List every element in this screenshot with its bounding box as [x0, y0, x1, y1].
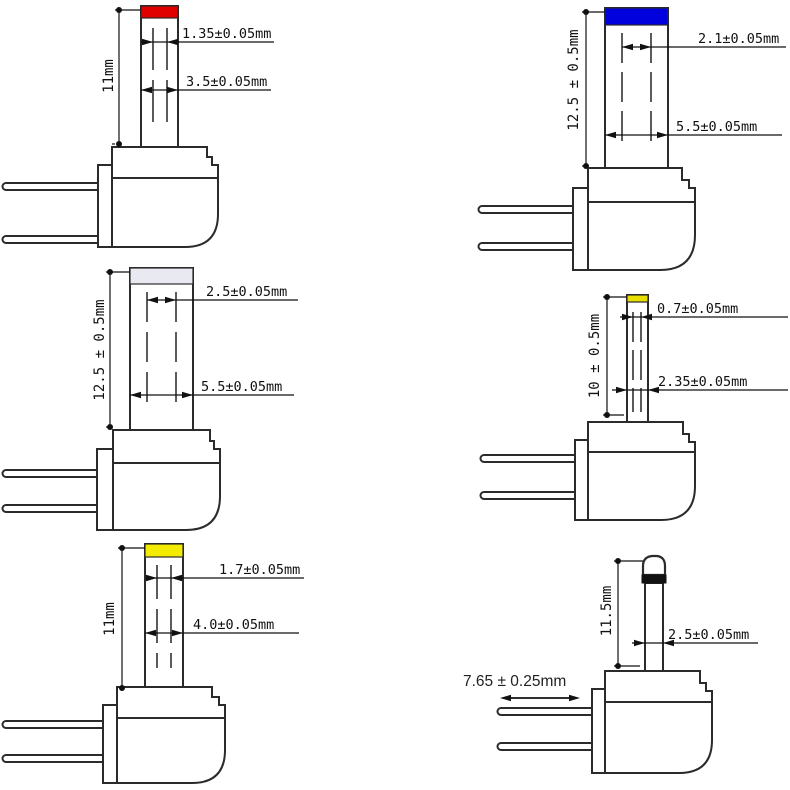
length-label: 12.5 ± 0.5mm: [566, 29, 582, 130]
length-label: 11.5mm: [599, 586, 615, 637]
dimension-arrowhead: [141, 86, 152, 94]
dimension-arrowhead: [605, 131, 616, 139]
barrel-outline: [129, 267, 194, 431]
connector-pin: [477, 205, 575, 214]
dimension-arrowhead: [146, 574, 157, 582]
figure-white-tip-plug: 2.5±0.05mm 5.5±0.05mm 12.5 ± 0.5mm: [1, 267, 298, 531]
outer-diameter-dimension-label: 5.5±0.05mm: [676, 119, 757, 135]
dimension-arrowhead: [622, 43, 633, 51]
inner-diameter-dimension-label: 2.1±0.05mm: [698, 31, 779, 47]
tip-color-band: [129, 267, 194, 285]
plug-body-outline: [574, 421, 696, 521]
figure-barrel-pin-plug: 2.5±0.05mm 11.5mm 7.65 ± 0.25mm: [463, 554, 758, 774]
plug-body-outline: [96, 429, 221, 531]
pin-tip-dome: [641, 554, 667, 577]
connector-pin: [496, 742, 594, 751]
dimension-arrowhead: [182, 391, 193, 399]
outer-diameter-dimension-label: 4.0±0.05mm: [193, 617, 274, 633]
connector-pin: [1, 504, 99, 513]
dimension-arrowhead: [167, 38, 178, 46]
dimension-arrowhead: [616, 386, 627, 394]
tip-color-band: [144, 543, 184, 558]
dimension-arrowhead: [663, 639, 674, 647]
pin-spacing-label: 7.65 ± 0.25mm: [463, 673, 566, 690]
outer-diameter-dimension-label: 2.35±0.05mm: [658, 374, 747, 390]
connector-pin: [1, 235, 100, 244]
dimension-arrowhead: [640, 43, 651, 51]
figure-blue-tip-plug: 2.1±0.05mm 5.5±0.05mm 12.5 ± 0.5mm: [477, 7, 786, 271]
tip-color-band: [140, 5, 179, 19]
inner-diameter-dimension-label: 0.7±0.05mm: [657, 301, 738, 317]
length-label: 11mm: [101, 59, 117, 93]
plug-body-outline: [591, 670, 713, 774]
plug-body-outline: [97, 146, 219, 248]
dimension-arrowhead: [147, 296, 158, 304]
barrel-outline: [626, 294, 649, 423]
dimension-arrowhead: [641, 313, 652, 321]
dimension-arrowhead: [172, 629, 183, 637]
figure-red-tip-plug: 1.35±0.05mm 3.5±0.05mm 11mm: [1, 5, 274, 248]
barrel-outline: [140, 5, 179, 148]
connector-pin: [479, 454, 577, 463]
connector-pin: [477, 242, 575, 251]
plug-body-outline: [102, 686, 226, 784]
dimension-arrowhead: [167, 86, 178, 94]
figure-yellow-tip-small-plug: 0.7±0.05mm 2.35±0.05mm 10 ± 0.5mm: [479, 294, 788, 521]
length-label: 12.5 ± 0.5mm: [92, 299, 108, 400]
length-label: 10 ± 0.5mm: [587, 314, 603, 398]
connector-pin: [1, 469, 99, 478]
dimension-end-dot: [119, 685, 125, 691]
dimension-arrowhead: [165, 296, 176, 304]
length-label: 11mm: [102, 602, 118, 636]
barrel-outline: [604, 7, 669, 169]
dimension-arrowhead: [500, 694, 511, 702]
inner-diameter-dimension-label: 1.7±0.05mm: [219, 562, 300, 578]
inner-diameter-dimension-label: 2.5±0.05mm: [206, 284, 287, 300]
connector-pin: [479, 491, 577, 500]
dimension-arrowhead: [648, 386, 659, 394]
connector-pin: [1, 720, 105, 729]
outer-diameter-dimension-label: 2.5±0.05mm: [668, 627, 749, 643]
tip-color-band: [626, 294, 649, 303]
connector-pin: [496, 707, 594, 716]
dimension-arrowhead: [569, 694, 580, 702]
outer-diameter-dimension-label: 5.5±0.05mm: [201, 379, 282, 395]
dimension-end-dot: [116, 141, 122, 147]
dimension-arrowhead: [142, 38, 153, 46]
connector-pin: [1, 182, 100, 191]
pin-shaft-outline: [644, 582, 664, 672]
dimension-arrowhead: [657, 131, 668, 139]
dimension-arrowhead: [130, 391, 141, 399]
tip-color-band: [604, 7, 669, 26]
dimension-arrowhead: [634, 639, 645, 647]
insulator-ring-band: [641, 574, 667, 584]
connector-pin: [1, 754, 105, 763]
figure-yellow-tip-plug: 1.7±0.05mm 4.0±0.05mm 11mm: [1, 543, 304, 784]
dimension-arrowhead: [145, 629, 156, 637]
dimension-arrowhead: [171, 574, 182, 582]
barrel-outline: [144, 543, 184, 688]
dimension-arrowhead: [622, 313, 633, 321]
outer-diameter-dimension-label: 3.5±0.05mm: [186, 74, 267, 90]
plug-body-outline: [572, 167, 696, 271]
inner-diameter-dimension-label: 1.35±0.05mm: [182, 26, 271, 42]
